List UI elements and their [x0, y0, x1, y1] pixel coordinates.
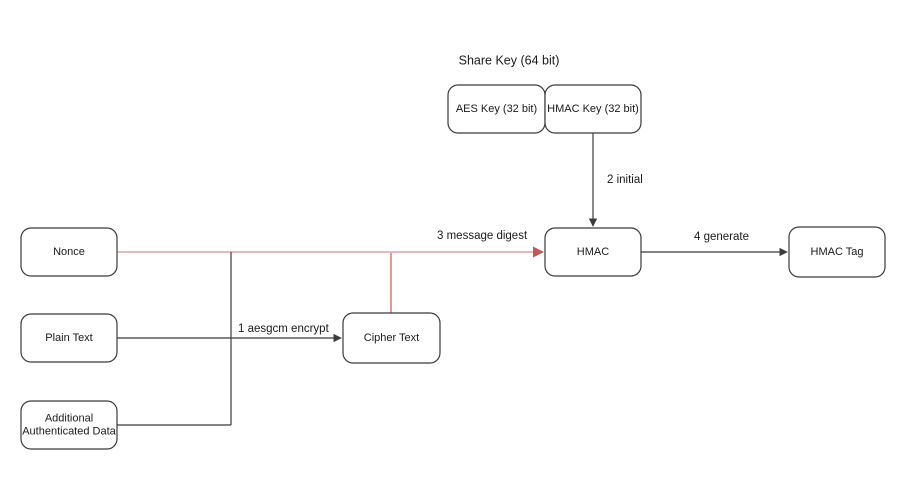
edge-label-label-4: 4 generate: [694, 231, 749, 243]
node-label-nonce: Nonce: [53, 246, 85, 258]
edge-label-label-1: 1 aesgcm encrypt: [238, 323, 330, 335]
node-plain-text[interactable]: Plain Text: [20, 313, 118, 363]
node-label-hmac-tag: HMAC Tag: [811, 246, 864, 258]
node-hmac-tag[interactable]: HMAC Tag: [788, 226, 886, 278]
node-box-hmac-tag: [788, 226, 886, 278]
node-hmac[interactable]: HMAC: [544, 227, 642, 277]
edges-layer: [117, 133, 788, 426]
node-box-nonce: [20, 227, 118, 277]
node-box-hmac: [544, 227, 642, 277]
edge-labels-layer: 1 aesgcm encrypt 2 initial 3 message diges…: [238, 174, 749, 335]
share-key-group-title: Share Key (64 bit): [459, 53, 560, 67]
node-label-hmac-key: HMAC Key (32 bit): [547, 103, 639, 115]
nodes-layer: AES Key (32 bit) HMAC Key (32 bit) NoncePl…: [20, 84, 886, 450]
node-box-aad: [20, 400, 118, 450]
node-box-plain-text: [20, 313, 118, 363]
node-label-hmac: HMAC: [577, 246, 609, 258]
node-nonce[interactable]: Nonce: [20, 227, 118, 277]
node-aes-key[interactable]: AES Key (32 bit): [447, 84, 546, 134]
edge-label-label-2: 2 initial: [607, 174, 643, 186]
node-hmac-key[interactable]: HMAC Key (32 bit): [544, 84, 642, 134]
node-label-cipher-text: Cipher Text: [364, 332, 419, 344]
node-label-plain-text: Plain Text: [45, 332, 93, 344]
edge-label-label-3: 3 message digest: [437, 230, 528, 242]
node-cipher-text[interactable]: Cipher Text: [342, 312, 441, 364]
node-box-cipher-text: [342, 312, 441, 364]
node-box-hmac-key: [544, 84, 642, 134]
node-label-aes-key: AES Key (32 bit): [456, 103, 537, 115]
